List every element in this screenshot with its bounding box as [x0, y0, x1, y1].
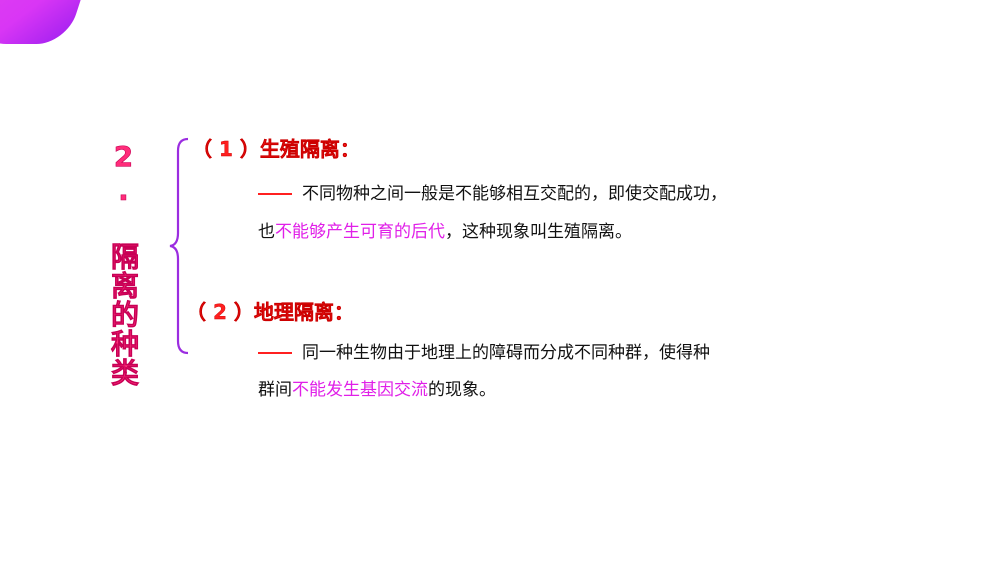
- section-1-line-2: 也不能够产生可育的后代，这种现象叫生殖隔离。: [258, 222, 632, 242]
- section-heading-1: （ 1 ）生殖隔离：: [192, 137, 360, 161]
- highlight-text: 不能够产生可育的后代: [275, 222, 445, 242]
- section-2-line-1: 同一种生物由于地理上的障碍而分成不同种群，使得种: [258, 343, 710, 363]
- dash-icon: [258, 352, 292, 354]
- dash-icon: [258, 193, 292, 195]
- section-heading-2: （ 2 ）地理隔离：: [186, 300, 354, 324]
- curly-brace-icon: [169, 137, 189, 355]
- section-2-line-2: 群间不能发生基因交流的现象。: [258, 380, 496, 400]
- section-1-line-1: 不同物种之间一般是不能够相互交配的，即使交配成功，: [258, 184, 727, 204]
- corner-decoration: [0, 0, 94, 44]
- highlight-text: 不能发生基因交流: [292, 380, 428, 400]
- vertical-title: 2. 隔离的种类: [107, 140, 141, 388]
